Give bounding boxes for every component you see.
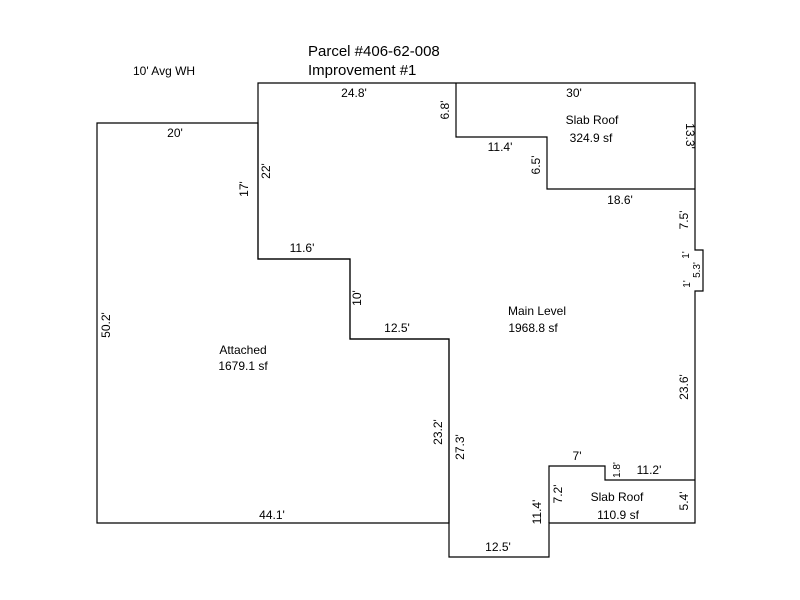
dim-slab-bot-7-2: 7.2' [551, 485, 565, 504]
slab-roof-bottom-outline [548, 465, 695, 523]
dim-step-12-5: 12.5' [384, 321, 410, 335]
dim-attached-inner-17: 17' [237, 181, 251, 197]
dim-step-10: 10' [350, 290, 364, 306]
dim-attached-top: 20' [167, 126, 183, 140]
dim-slab-bot-5-4: 5.4' [677, 492, 691, 511]
dim-bump-1-bottom: 1' [682, 280, 693, 288]
dim-bottom-12-5: 12.5' [485, 540, 511, 554]
dim-slab-top-11-4: 11.4' [488, 140, 513, 154]
dim-slab-top-18-6: 18.6' [607, 193, 633, 207]
dim-slab-top-30: 30' [566, 86, 582, 100]
dim-bump-5-3: 5.3' [692, 262, 703, 278]
dim-inner-23-2: 23.2' [431, 419, 445, 445]
attached-area: 1679.1 sf [218, 359, 268, 373]
main-level-outline [257, 82, 704, 558]
dim-slab-top-13-3: 13.3' [683, 123, 697, 149]
dim-attached-left: 50.2' [99, 312, 113, 338]
main-level-name: Main Level [508, 304, 566, 318]
dim-right-7-5: 7.5' [677, 211, 691, 230]
dim-slab-bot-7: 7' [573, 449, 582, 463]
slab-roof-bottom-area: 110.9 sf [597, 508, 639, 522]
wall-height-label: 10' Avg WH [133, 64, 195, 78]
dim-slab-bot-11-2: 11.2' [637, 463, 662, 477]
dim-slab-bot-1-8: 1.8' [612, 462, 623, 478]
dim-slab-top-6-8: 6.8' [438, 101, 452, 120]
slab-roof-top-name: Slab Roof [566, 113, 619, 127]
attached-name: Attached [219, 343, 266, 357]
slab-roof-top-area: 324.9 sf [570, 131, 613, 145]
dim-bottom-11-4: 11.4' [530, 500, 544, 525]
dim-bump-1-top: 1' [681, 251, 692, 259]
dim-slab-top-6-5: 6.5' [529, 156, 543, 175]
dim-right-23-6: 23.6' [677, 374, 691, 400]
slab-roof-bottom-name: Slab Roof [591, 490, 644, 504]
dim-main-top: 24.8' [341, 86, 367, 100]
dim-inner-27-3: 27.3' [453, 434, 467, 460]
improvement-title: Improvement #1 [308, 62, 416, 79]
dim-step-11-6: 11.6' [290, 241, 315, 255]
dim-attached-bottom: 44.1' [259, 508, 285, 522]
dim-main-left-22: 22' [259, 163, 273, 179]
parcel-title: Parcel #406-62-008 [308, 43, 440, 60]
slab-roof-top-outline [455, 83, 695, 190]
main-level-area: 1968.8 sf [508, 321, 558, 335]
